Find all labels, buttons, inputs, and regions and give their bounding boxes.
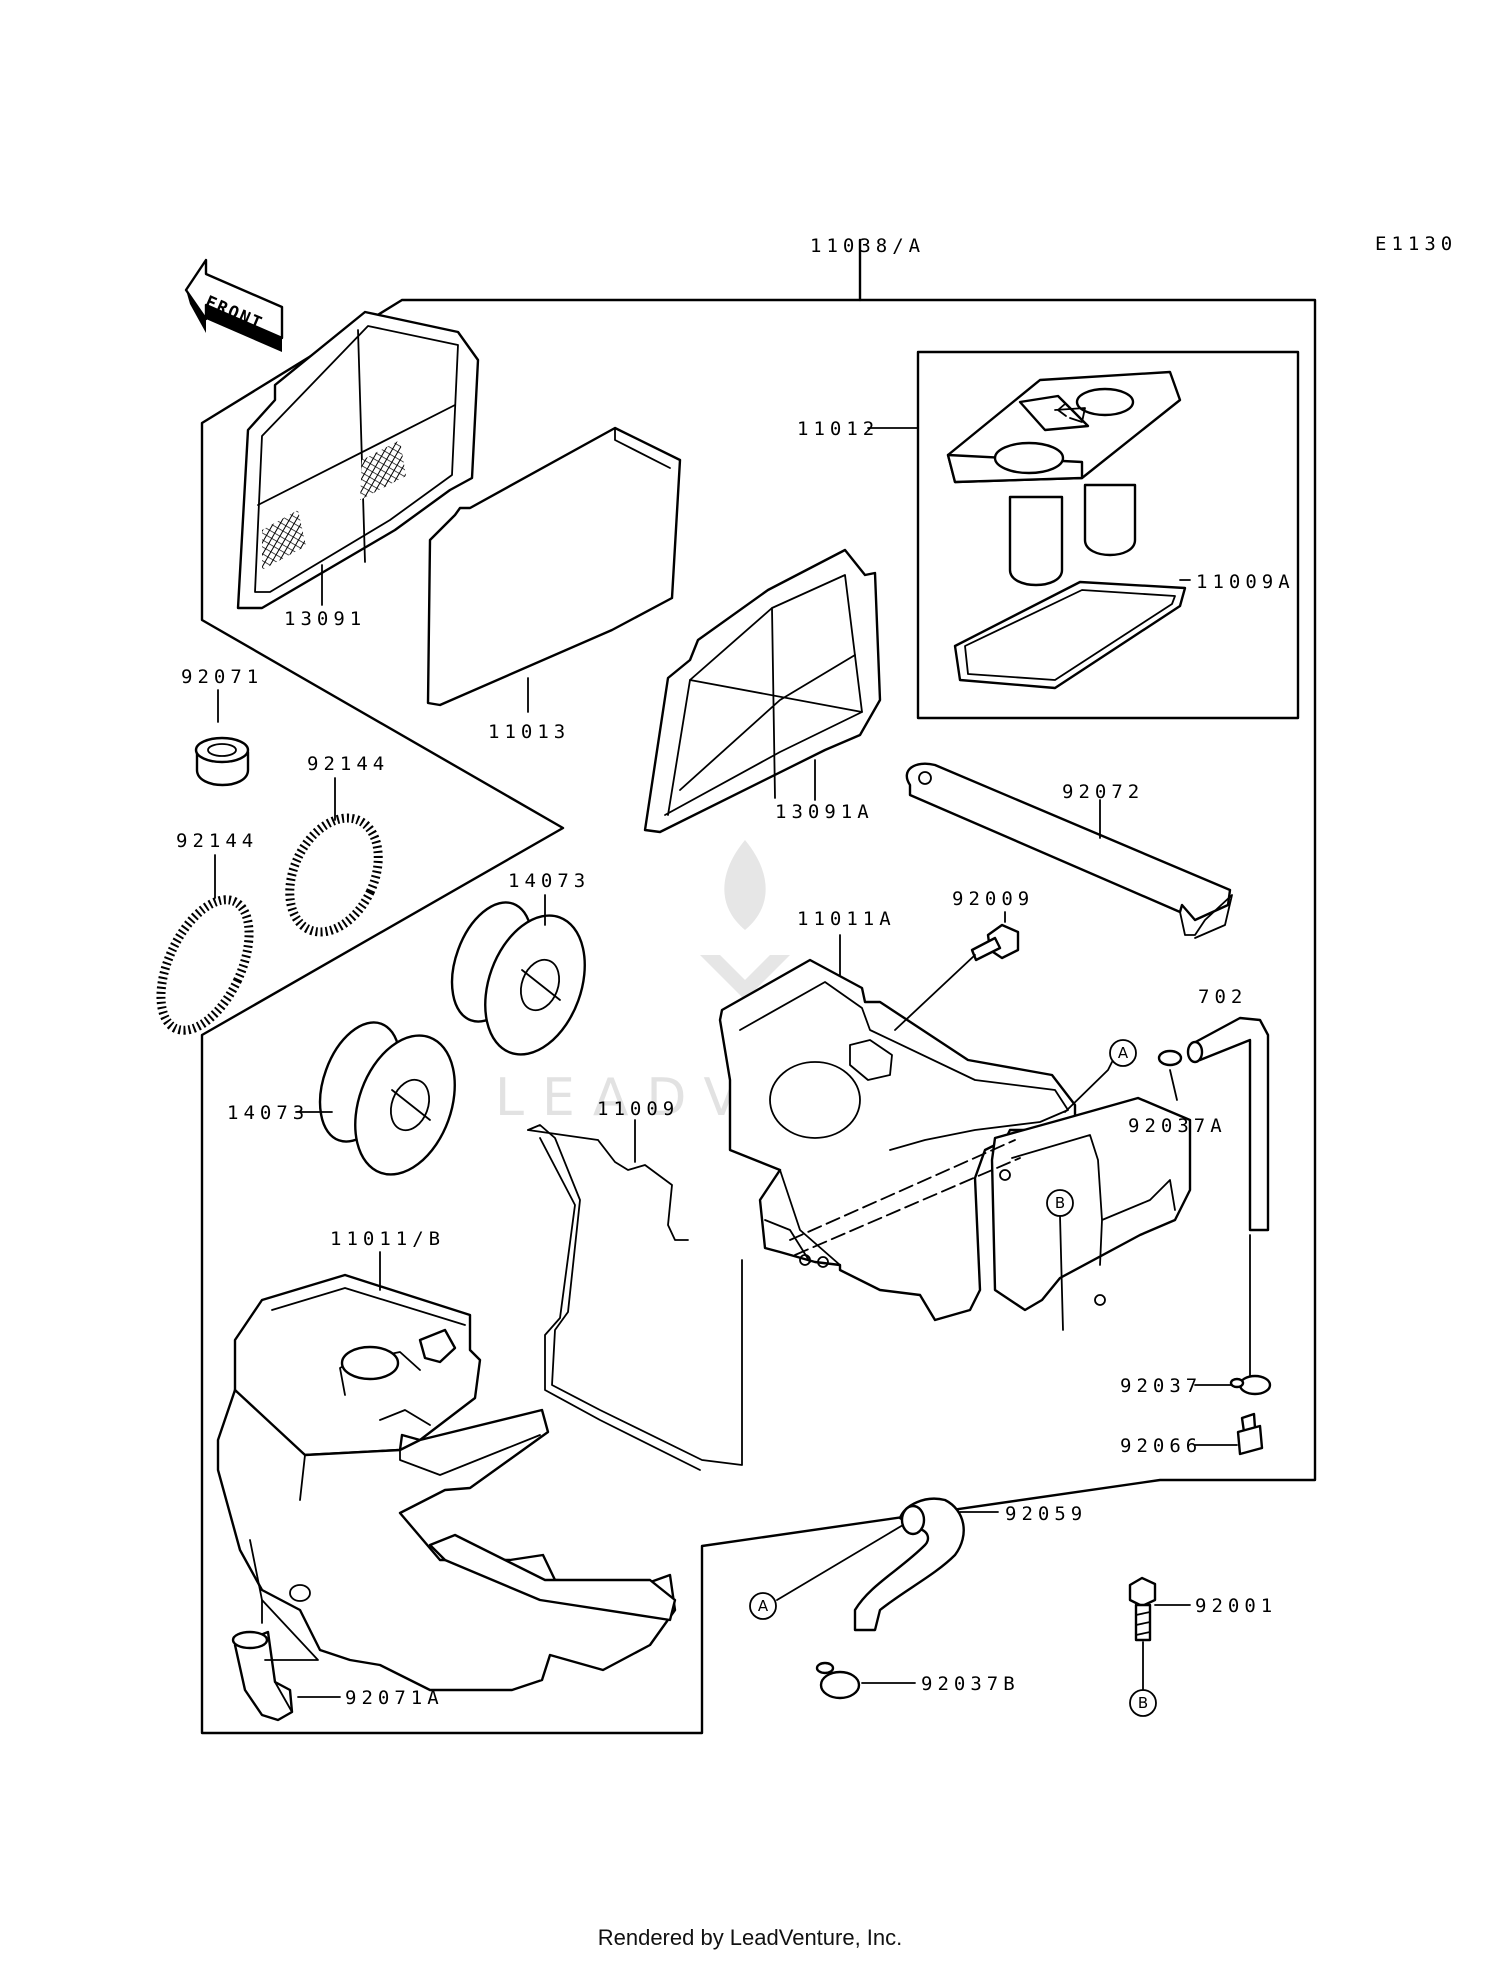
- label-11011b: 11011/B: [330, 1228, 445, 1250]
- callout-a-upper: [1109, 1039, 1137, 1067]
- part-11013: [426, 426, 682, 707]
- part-92037a: [1157, 1049, 1183, 1067]
- part-14073-lower: [318, 1021, 456, 1176]
- part-92009: [970, 923, 1020, 962]
- leader-callout-a-lower: [776, 1524, 904, 1601]
- part-92059: [853, 1497, 965, 1632]
- part-702: [1186, 1016, 1270, 1232]
- label-11012: 11012: [797, 418, 879, 440]
- part-11011a: [718, 958, 1192, 1322]
- label-11011a: 11011A: [797, 908, 896, 930]
- part-92072: [905, 762, 1233, 939]
- part-92001: [1128, 1576, 1157, 1642]
- label-92144-upper: 92144: [307, 753, 389, 775]
- label-14073-lower: 14073: [227, 1102, 309, 1124]
- label-11009: 11009: [597, 1098, 679, 1120]
- label-92071: 92071: [181, 666, 263, 688]
- assembly-outline: [200, 238, 1317, 1735]
- callout-b-lower-text: B: [1138, 1694, 1148, 1712]
- label-14073-upper: 14073: [508, 870, 590, 892]
- label-92144-lower: 92144: [176, 830, 258, 852]
- part-14073-upper: [450, 901, 586, 1056]
- leader-92037a: [1169, 1069, 1178, 1101]
- label-702: 702: [1198, 986, 1247, 1008]
- leader-callout-b-upper: [1059, 1215, 1064, 1331]
- leader-92009-to-housing: [894, 954, 976, 1031]
- label-92009: 92009: [952, 888, 1034, 910]
- label-13091a: 13091A: [775, 801, 874, 823]
- label-11013: 11013: [488, 721, 570, 743]
- label-11038a: 11038/A: [810, 235, 925, 257]
- part-11009: [527, 1124, 743, 1471]
- callout-a-lower-text: A: [758, 1597, 769, 1615]
- part-92066: [1236, 1412, 1264, 1456]
- label-92037a: 92037A: [1128, 1115, 1227, 1137]
- label-92037b: 92037B: [921, 1673, 1020, 1695]
- label-11009a: 11009A: [1196, 571, 1295, 593]
- callout-b-lower: [1129, 1689, 1157, 1717]
- front-arrow-icon: FRONT: [184, 258, 284, 352]
- footer-credit: Rendered by LeadVenture, Inc.: [597, 1925, 903, 1950]
- part-92037: [1229, 1374, 1272, 1396]
- label-13091: 13091: [284, 608, 366, 630]
- part-92071a: [231, 1630, 294, 1722]
- part-92037b: [815, 1661, 861, 1700]
- label-92037: 92037: [1120, 1375, 1202, 1397]
- label-92001: 92001: [1195, 1595, 1277, 1617]
- label-92066: 92066: [1120, 1435, 1202, 1457]
- callout-a-upper-text: A: [1118, 1044, 1129, 1062]
- callout-a-lower: [749, 1592, 777, 1620]
- part-13091a: [643, 548, 882, 834]
- leader-callout-a-upper: [1064, 1061, 1113, 1113]
- inset-box-11012: [916, 350, 1300, 720]
- label-92059: 92059: [1005, 1503, 1087, 1525]
- part-11011b: [216, 1273, 677, 1692]
- diagram-code: E1130: [1375, 233, 1457, 255]
- part-92144-lower: [156, 895, 254, 1035]
- leader-92071a-up: [261, 1599, 319, 1661]
- label-92071a: 92071A: [345, 1687, 444, 1709]
- part-92071: [194, 736, 250, 787]
- part-11012: [946, 370, 1182, 587]
- part-92144-upper: [285, 813, 383, 937]
- part-13091: [236, 310, 480, 610]
- callout-b-upper-text: B: [1055, 1194, 1065, 1212]
- label-92072: 92072: [1062, 781, 1144, 803]
- part-11009a: [953, 580, 1187, 690]
